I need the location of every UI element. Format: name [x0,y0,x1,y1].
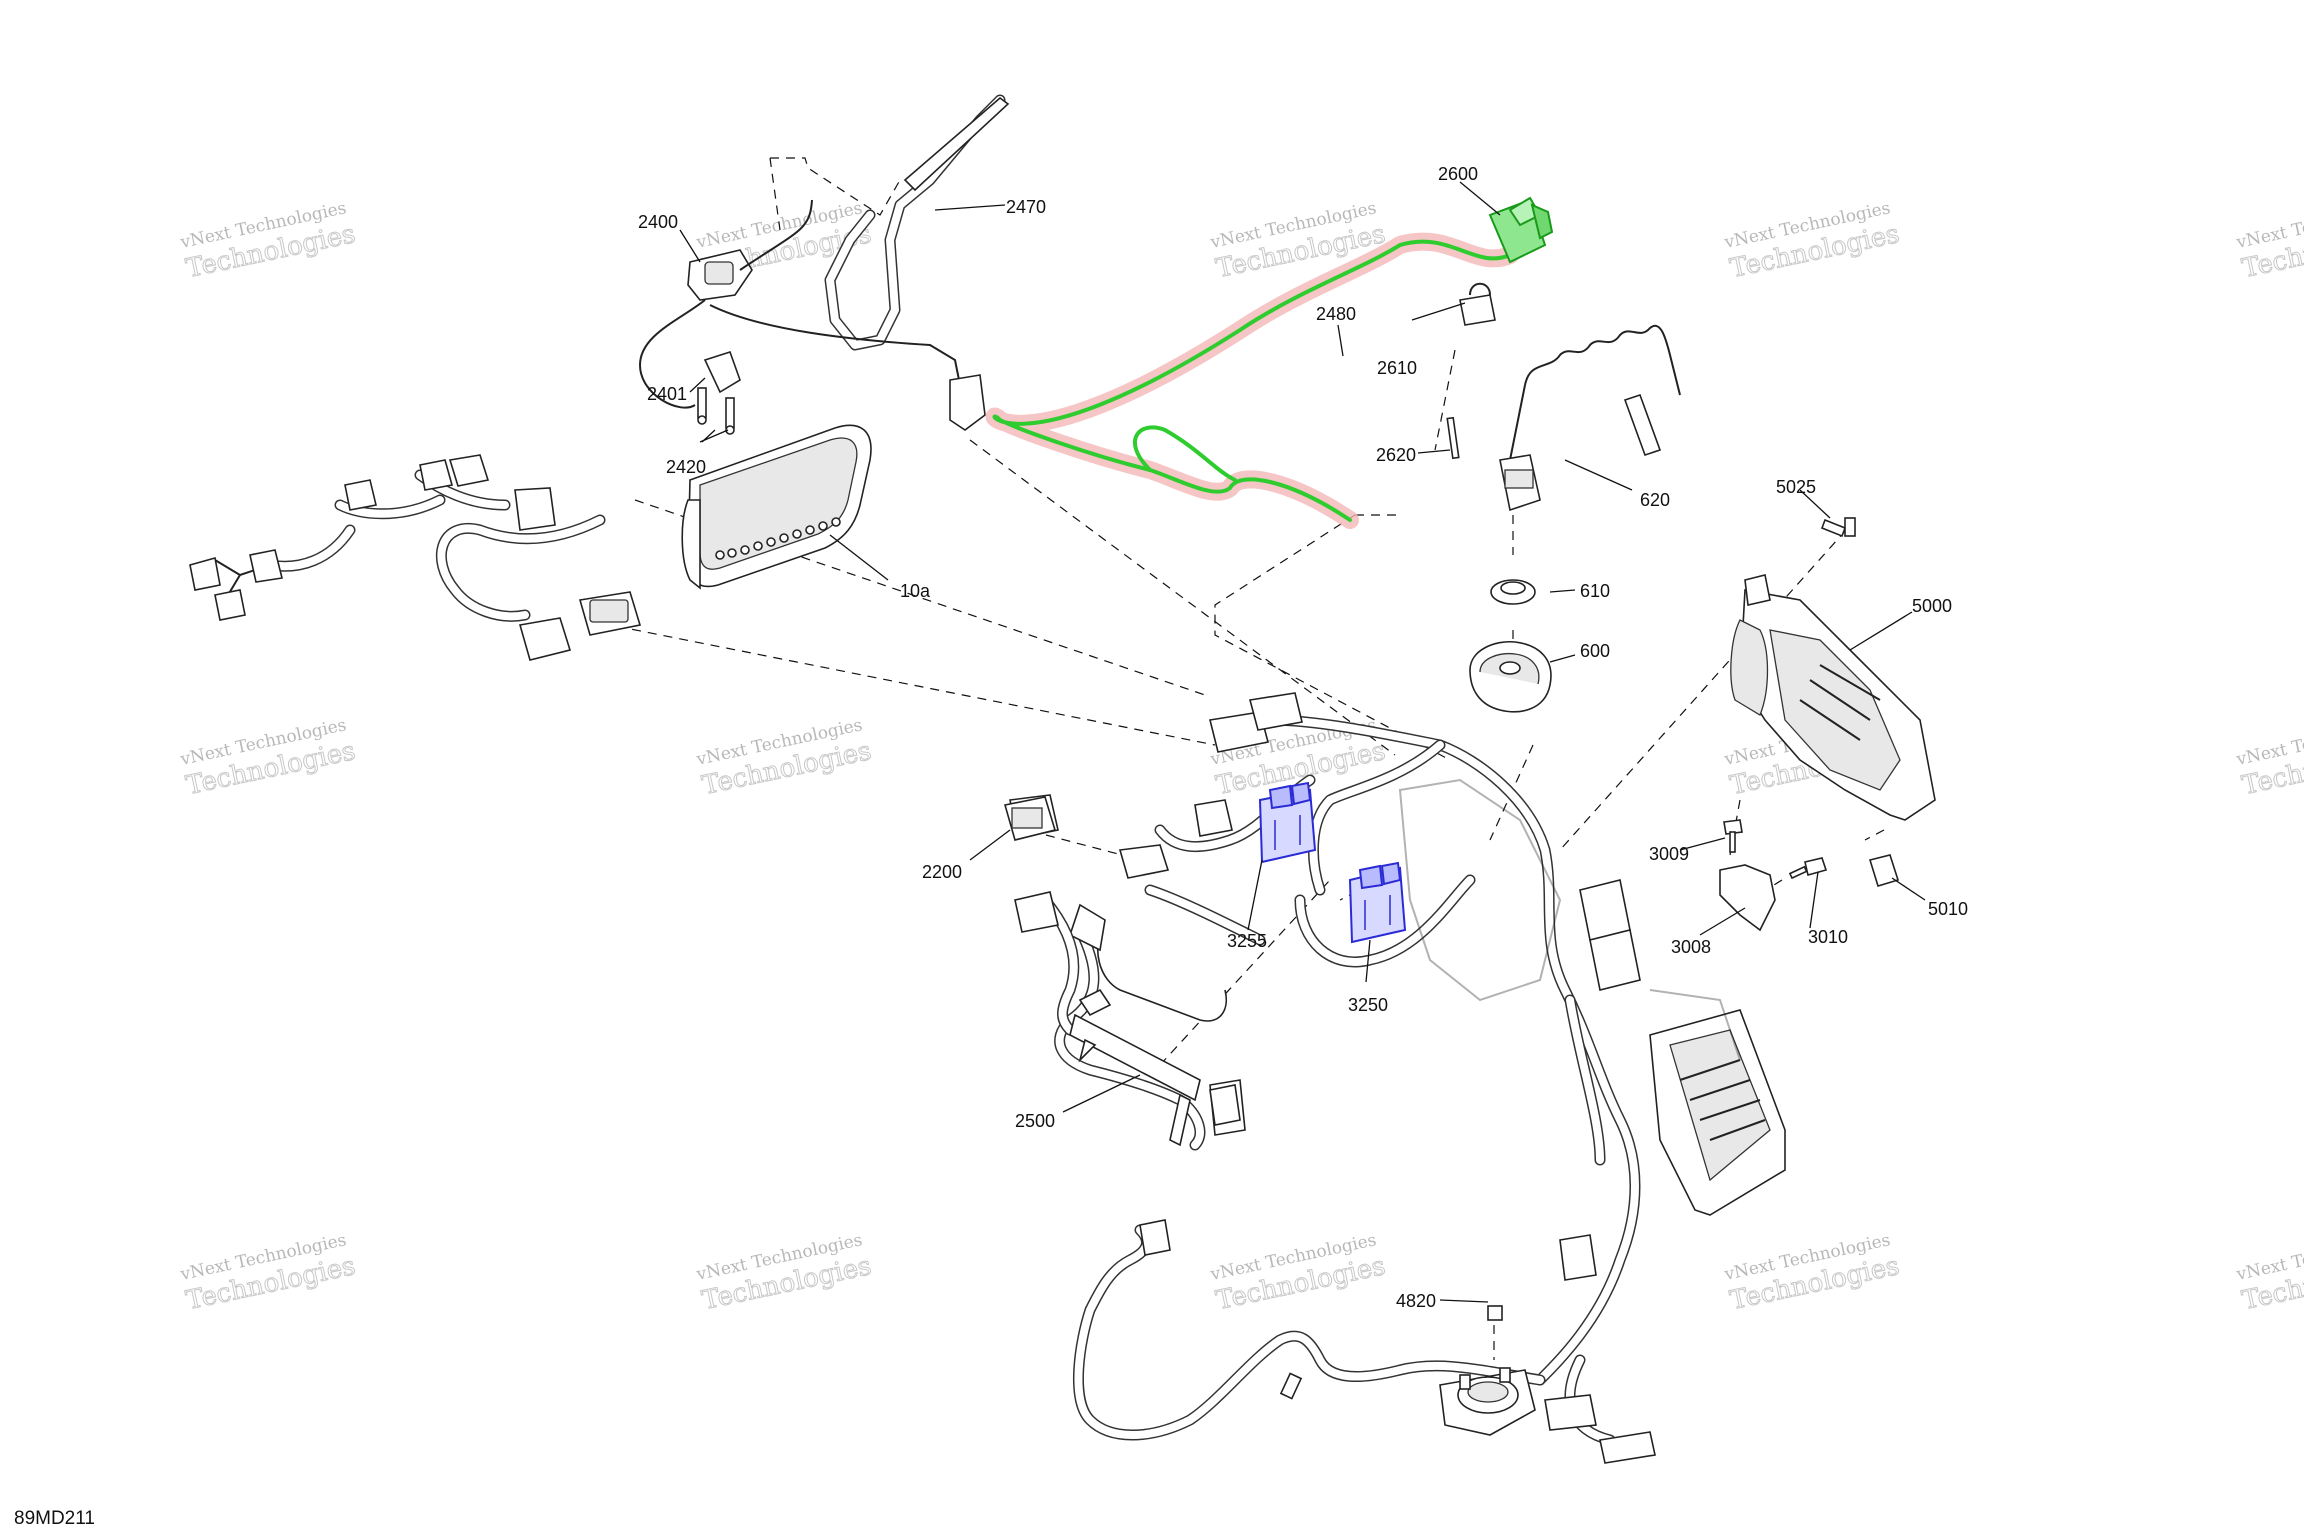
callout-2620: 2620 [1376,445,1416,465]
callout-2401: 2401 [647,384,687,404]
frame-outline [1398,778,1741,1061]
blue-relay-3255 [1258,781,1317,864]
nut-610 [1490,579,1536,605]
starter-solenoid [1439,1305,1536,1436]
blue-relay-3250 [1348,861,1407,944]
watermark: vNext Technologies Technologies [2234,715,2304,801]
display-buttons [715,517,841,560]
callout-600: 600 [1580,641,1610,661]
callout-3250: 3250 [1348,995,1388,1015]
fuse-box [1649,1009,1786,1216]
callout-2500: 2500 [1015,1111,1055,1131]
left-wiring-harness [189,454,642,661]
key-switch-620 [1499,325,1681,512]
watermark: vNext Technologies Technologies [2234,198,2304,284]
bracket-2500 [1014,891,1241,1147]
watermark: vNext Technologies Technologies [1208,1230,1389,1316]
watermark: vNext Technologies Technologies [1722,198,1903,284]
clip-2610 [1459,282,1496,326]
callout-5000: 5000 [1912,596,1952,616]
callout-4820: 4820 [1396,1291,1436,1311]
bolt-5025 [1820,517,1856,538]
callout-2200: 2200 [922,862,962,882]
watermark: vNext Technologies Technologies [2234,1230,2304,1316]
watermarks: vNext Technologies Technologies vNext Te… [178,198,2304,1316]
ignition-switch-600 [1469,640,1552,713]
bracket-3008 [1719,864,1776,932]
watermark: vNext Technologies Technologies [694,1230,875,1316]
ecu-module-5000 [1730,574,1936,821]
screw-3010 [1788,857,1828,880]
callout-2400: 2400 [638,212,678,232]
clip-5010 [1868,854,1900,887]
watermark: vNext Technologies Technologies [178,198,359,284]
watermark: vNext Technologies Technologies [178,1230,359,1316]
watermark: vNext Technologies Technologies [1722,1230,1903,1316]
callout-5025: 5025 [1776,477,1816,497]
callout-620: 620 [1640,490,1670,510]
watermark: vNext Technologies Technologies [178,715,359,801]
callout-2480: 2480 [1316,304,1356,324]
callout-10a: 10a [900,581,931,601]
green-connector-2600 [1488,196,1554,264]
highlighted-wire-2480 [985,232,1519,529]
leader-lines [679,181,1926,1303]
digital-display-gauge [681,424,872,590]
callout-2420: 2420 [666,457,706,477]
screw-2620 [1446,416,1460,460]
callout-3009: 3009 [1649,844,1689,864]
diagram-code: 89MD211 [14,1508,95,1529]
main-wiring-harness [1009,692,1656,1464]
callout-3008: 3008 [1671,937,1711,957]
handlebar-switch-assembly [638,94,1010,435]
callout-610: 610 [1580,581,1610,601]
callout-3255: 3255 [1227,931,1267,951]
relay-box [1579,879,1641,991]
callout-2600: 2600 [1438,164,1478,184]
callout-3010: 3010 [1808,927,1848,947]
screw-3009 [1723,819,1743,853]
callout-2470: 2470 [1006,197,1046,217]
callout-labels: 2400 2470 2401 2420 10a 2600 2480 2610 2… [638,164,1968,1311]
callout-5010: 5010 [1928,899,1968,919]
callout-2610: 2610 [1377,358,1417,378]
watermark: vNext Technologies Technologies [694,715,875,801]
connector-2200 [1003,796,1057,841]
